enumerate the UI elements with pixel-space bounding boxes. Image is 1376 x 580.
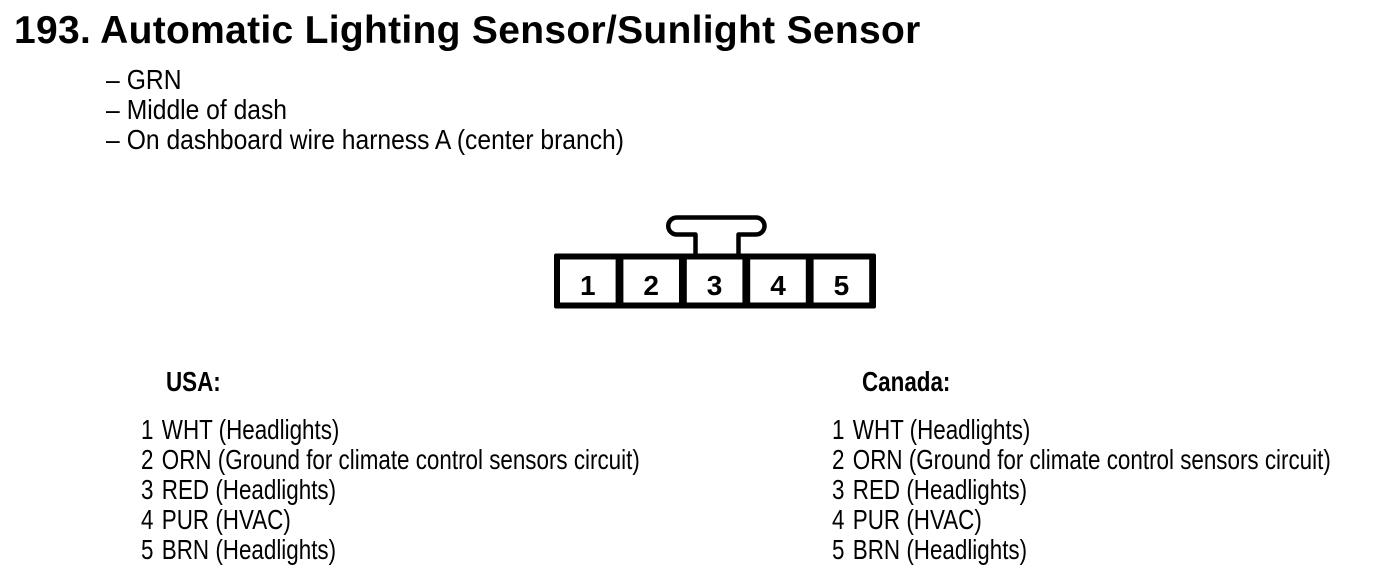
item-number: 193. bbox=[14, 9, 92, 52]
pin-number: 1 bbox=[141, 414, 154, 445]
dash-bullet: – bbox=[106, 64, 120, 95]
pin-cell-number: 1 bbox=[580, 270, 596, 301]
pin-number: 3 bbox=[832, 474, 845, 505]
pin-number: 1 bbox=[832, 414, 845, 445]
pin-description: BRN (Headlights) bbox=[161, 534, 337, 565]
detail-item: –GRN bbox=[106, 65, 624, 95]
pin-cell bbox=[560, 259, 616, 303]
pin-description: PUR (HVAC) bbox=[161, 504, 291, 535]
pin-number: 4 bbox=[141, 504, 154, 535]
detail-list: –GRN –Middle of dash –On dashboard wire … bbox=[106, 65, 695, 155]
pin-description: WHT (Headlights) bbox=[161, 414, 340, 445]
dash-bullet: – bbox=[106, 94, 120, 125]
connector-latch-tab-icon bbox=[666, 215, 767, 259]
pin-cell bbox=[686, 259, 743, 303]
detail-item: –Middle of dash bbox=[106, 95, 624, 125]
section-heading-canada: Canada: bbox=[862, 366, 951, 397]
pin-cell-number: 5 bbox=[834, 270, 850, 301]
pin-number: 2 bbox=[141, 444, 154, 475]
pin-description: PUR (HVAC) bbox=[852, 504, 982, 535]
pin-number: 3 bbox=[141, 474, 154, 505]
pin-description: BRN (Headlights) bbox=[852, 534, 1028, 565]
pin-cell-number: 2 bbox=[643, 270, 659, 301]
pin-number: 2 bbox=[832, 444, 845, 475]
dash-bullet: – bbox=[106, 124, 120, 155]
pin-description: WHT (Headlights) bbox=[852, 414, 1031, 445]
connector-cells: 1 2 3 4 5 bbox=[560, 259, 870, 303]
pin-cell-number: 3 bbox=[707, 270, 723, 301]
connector-diagram: 1 2 3 4 5 bbox=[554, 215, 876, 309]
pin-description: ORN (Ground for climate control sensors … bbox=[852, 444, 1331, 475]
pin-description: RED (Headlights) bbox=[161, 474, 337, 505]
detail-text: GRN bbox=[126, 64, 182, 95]
pin-number: 5 bbox=[141, 534, 154, 565]
page-title: 193.Automatic Lighting Sensor/Sunlight S… bbox=[14, 9, 921, 53]
pin-description: ORN (Ground for climate control sensors … bbox=[161, 444, 640, 475]
pin-number: 5 bbox=[832, 534, 845, 565]
title-text: Automatic Lighting Sensor/Sunlight Senso… bbox=[100, 9, 921, 52]
pin-cell bbox=[813, 259, 870, 303]
pin-description: RED (Headlights) bbox=[852, 474, 1028, 505]
pin-cell bbox=[623, 259, 679, 303]
section-heading-usa: USA: bbox=[166, 366, 221, 397]
detail-text: Middle of dash bbox=[126, 94, 288, 125]
pin-cell bbox=[750, 259, 806, 303]
pin-cell-number: 4 bbox=[770, 270, 786, 301]
detail-item: –On dashboard wire harness A (center bra… bbox=[106, 125, 624, 155]
pin-number: 4 bbox=[832, 504, 845, 535]
detail-text: On dashboard wire harness A (center bran… bbox=[126, 124, 624, 155]
